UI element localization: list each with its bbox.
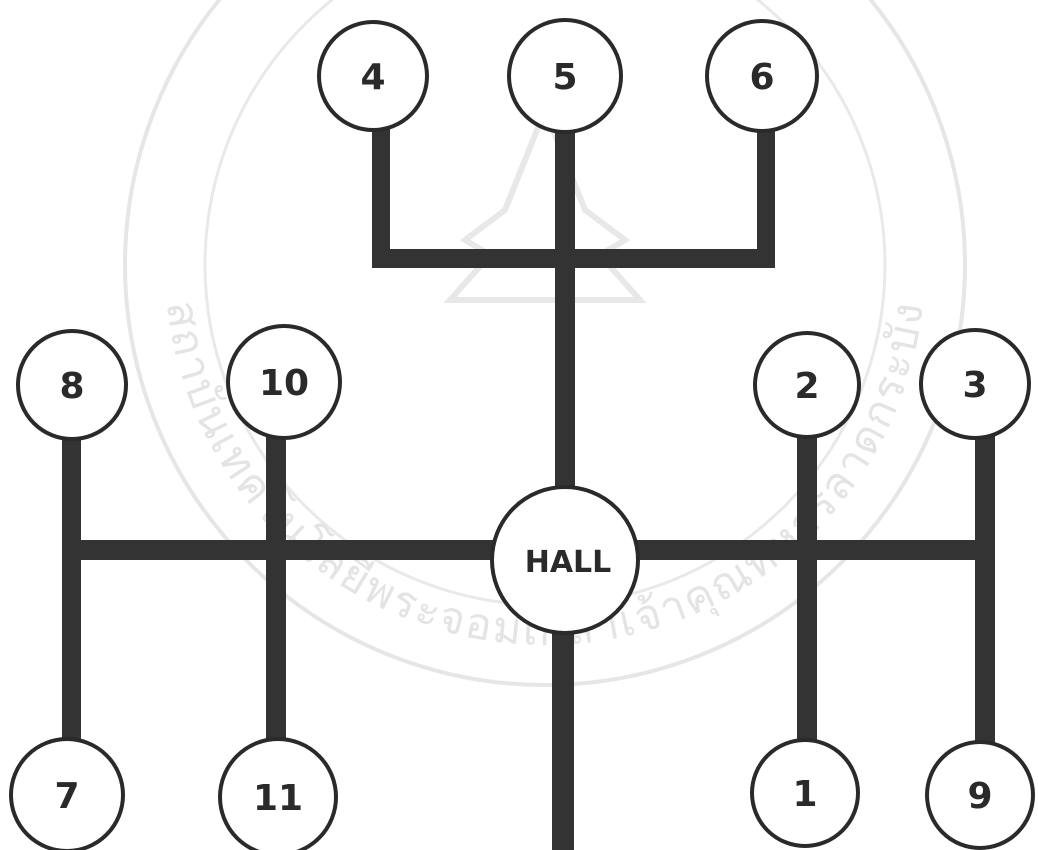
room-node-10: 10 [228,326,340,438]
corridor-top-right-stem [757,126,775,268]
room-node-4: 4 [319,22,427,130]
corridor-right-outer-vertical [975,432,995,744]
room-label-10: 10 [259,363,309,404]
room-node-2: 2 [755,333,859,437]
hall-label: HALL [525,545,612,580]
room-node-1: 1 [752,740,858,846]
room-node-11: 11 [220,739,336,850]
room-label-3: 3 [962,365,987,406]
room-node-5: 5 [509,20,621,132]
room-label-6: 6 [749,57,774,98]
room-node-7: 7 [11,739,123,850]
room-node-3: 3 [921,330,1029,438]
room-label-7: 7 [54,776,79,817]
corridor-left-inner-vertical [266,432,286,744]
room-label-2: 2 [794,366,819,407]
room-node-8: 8 [18,331,126,439]
room-node-6: 6 [707,21,817,131]
room-node-9: 9 [927,742,1033,848]
corridor-top-center-stem [555,126,575,486]
room-label-1: 1 [792,774,817,815]
corridor-bottom-exit [552,625,574,850]
corridor-top-branch [372,249,775,268]
room-label-8: 8 [59,366,84,407]
room-label-11: 11 [253,778,303,819]
room-label-9: 9 [967,776,992,817]
corridor-left-outer-vertical [62,432,81,744]
corridor-top-left-stem [372,126,390,268]
hall-node: HALL [492,487,638,633]
room-label-5: 5 [552,57,577,98]
room-label-4: 4 [360,57,385,98]
corridor-right-inner-vertical [797,432,817,744]
